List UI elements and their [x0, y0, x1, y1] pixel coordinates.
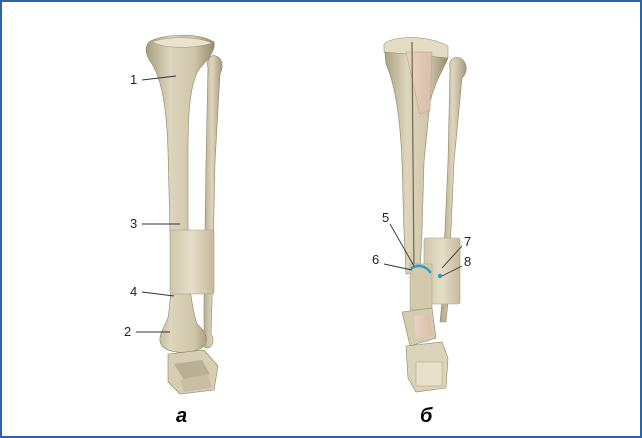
screw-8: [438, 274, 442, 278]
callout-5: 5: [382, 210, 389, 225]
sleeve-block-a: [170, 230, 214, 294]
callout-6: 6: [372, 252, 379, 267]
callout-8: 8: [464, 254, 471, 269]
panel-b-illustration: [384, 38, 466, 393]
callout-2: 2: [124, 324, 131, 339]
panel-a-illustration: [146, 35, 222, 394]
callout-3: 3: [130, 216, 137, 231]
callout-7: 7: [464, 234, 471, 249]
callout-1: 1: [130, 72, 137, 87]
fibula-a: [202, 56, 222, 348]
panel-label-a: а: [176, 405, 187, 427]
panel-label-b: б: [420, 405, 433, 427]
callout-4: 4: [130, 284, 137, 299]
